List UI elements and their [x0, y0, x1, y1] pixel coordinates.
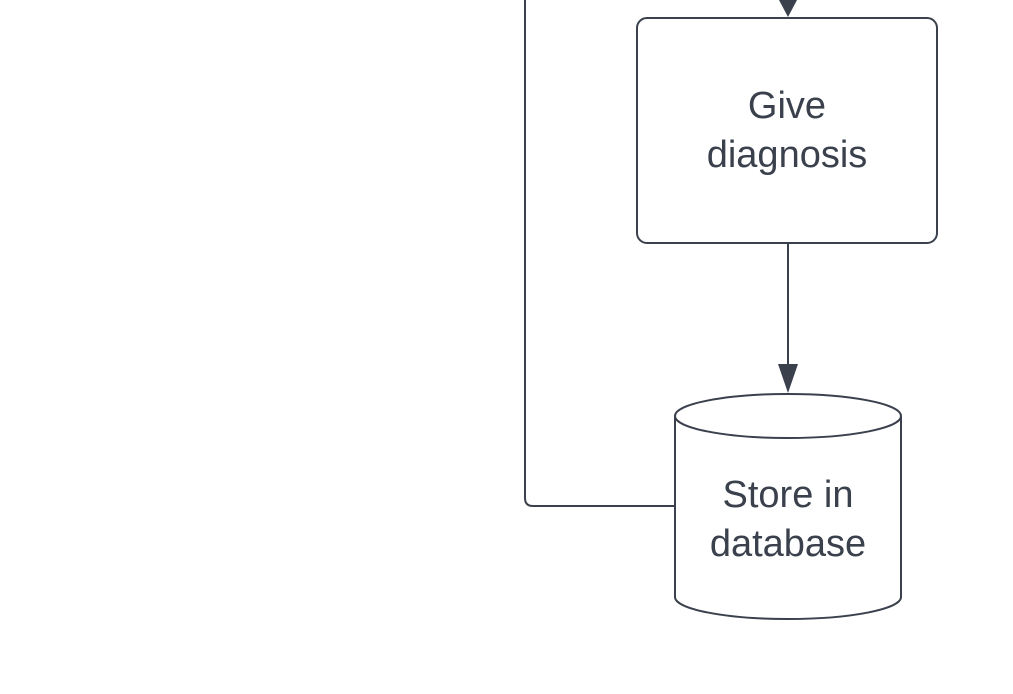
store-in-database-label-line-2: database	[709, 523, 867, 565]
give-diagnosis-label-line-1: Give	[747, 84, 827, 127]
store-in-database-label: Store in database	[675, 440, 901, 600]
give-diagnosis-label: Give diagnosis	[637, 18, 937, 243]
edge-incoming-arrow	[779, 0, 797, 17]
edge-diagnosis-to-database	[778, 243, 798, 393]
give-diagnosis-label-line-2: diagnosis	[706, 133, 868, 176]
store-in-database-node[interactable]	[674, 393, 902, 620]
edge-database-feedback-line	[524, 0, 675, 507]
store-in-database-label-line-1: Store in	[722, 474, 854, 516]
